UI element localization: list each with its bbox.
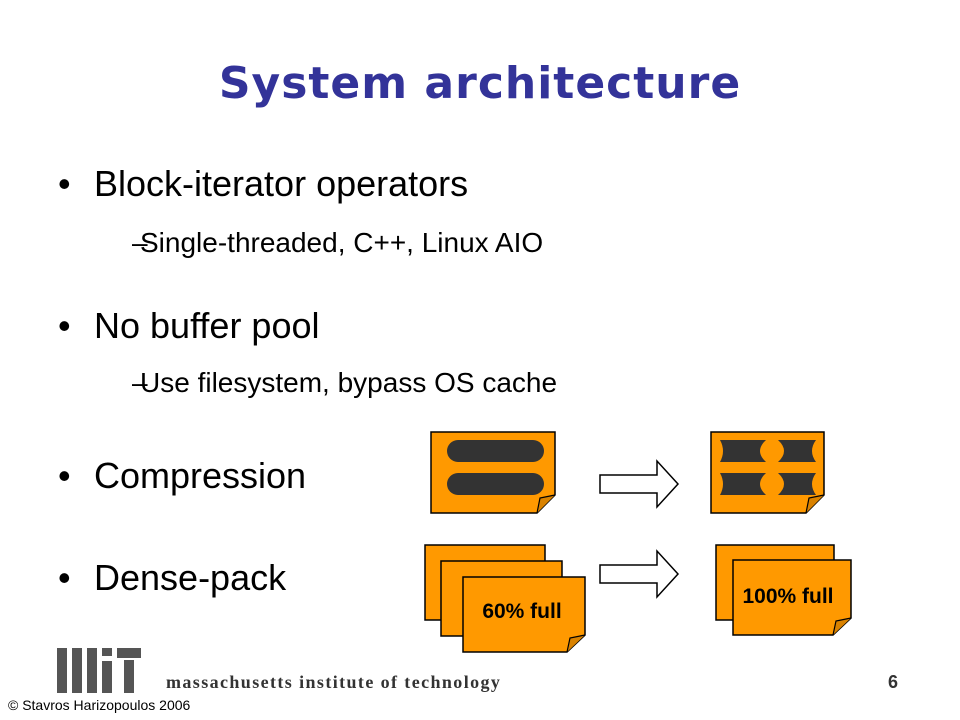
page-fold [566,634,586,653]
page-fold [832,617,852,636]
page-fold [805,494,825,514]
bullet-text: Block-iterator operators [94,163,469,204]
logo-bar [87,648,97,693]
logo-bar [117,648,141,658]
compressed-block [720,440,766,462]
sparse-page-stack: 60% full [424,544,586,653]
logo-bar [72,648,82,693]
bullet-dot: • [58,163,71,204]
left-page-label: 60% full [482,600,561,623]
sub-text: Use filesystem, bypass OS cache [140,367,558,398]
logo-bar [102,661,112,693]
compressed-block [720,473,766,495]
bullet-dot: • [58,455,71,496]
footer-organization: massachusetts institute of technology [166,672,502,692]
logo-bar [124,660,134,693]
compressed-block [778,440,816,462]
subbullet-use-filesystem: –Use filesystem, bypass OS cache [132,367,557,399]
bullet-block-iterator: • Block-iterator operators [58,163,468,205]
data-block [447,473,544,495]
bullet-text: Compression [94,455,307,496]
densepack-arrow-icon [599,549,680,599]
bullet-no-buffer-pool: • No buffer pool [58,305,320,347]
mit-logo [57,648,141,693]
logo-bar [57,648,67,693]
compressed-page [710,431,825,514]
compressed-block [778,473,816,495]
right-page-label: 100% full [742,585,833,608]
sub-text: Single-threaded, C++, Linux AIO [140,227,544,258]
logo-bar [102,648,112,656]
compression-arrow-icon [599,459,680,509]
bullet-dot: • [58,305,71,346]
bullet-dot: • [58,557,71,598]
subbullet-single-threaded: –Single-threaded, C++, Linux AIO [132,227,543,259]
bullet-compression: • Compression [58,455,306,497]
uncompressed-page [430,431,556,514]
data-block [447,440,544,462]
slide-title: System architecture [218,58,742,109]
page-number: 6 [888,672,899,692]
bullet-text: No buffer pool [94,305,320,346]
bullet-dense-pack: • Dense-pack [58,557,286,599]
full-page-stack: 100% full [715,544,852,636]
copyright-notice: © Stavros Harizopoulos 2006 [8,697,191,713]
page-fold [536,494,556,514]
bullet-text: Dense-pack [94,557,287,598]
